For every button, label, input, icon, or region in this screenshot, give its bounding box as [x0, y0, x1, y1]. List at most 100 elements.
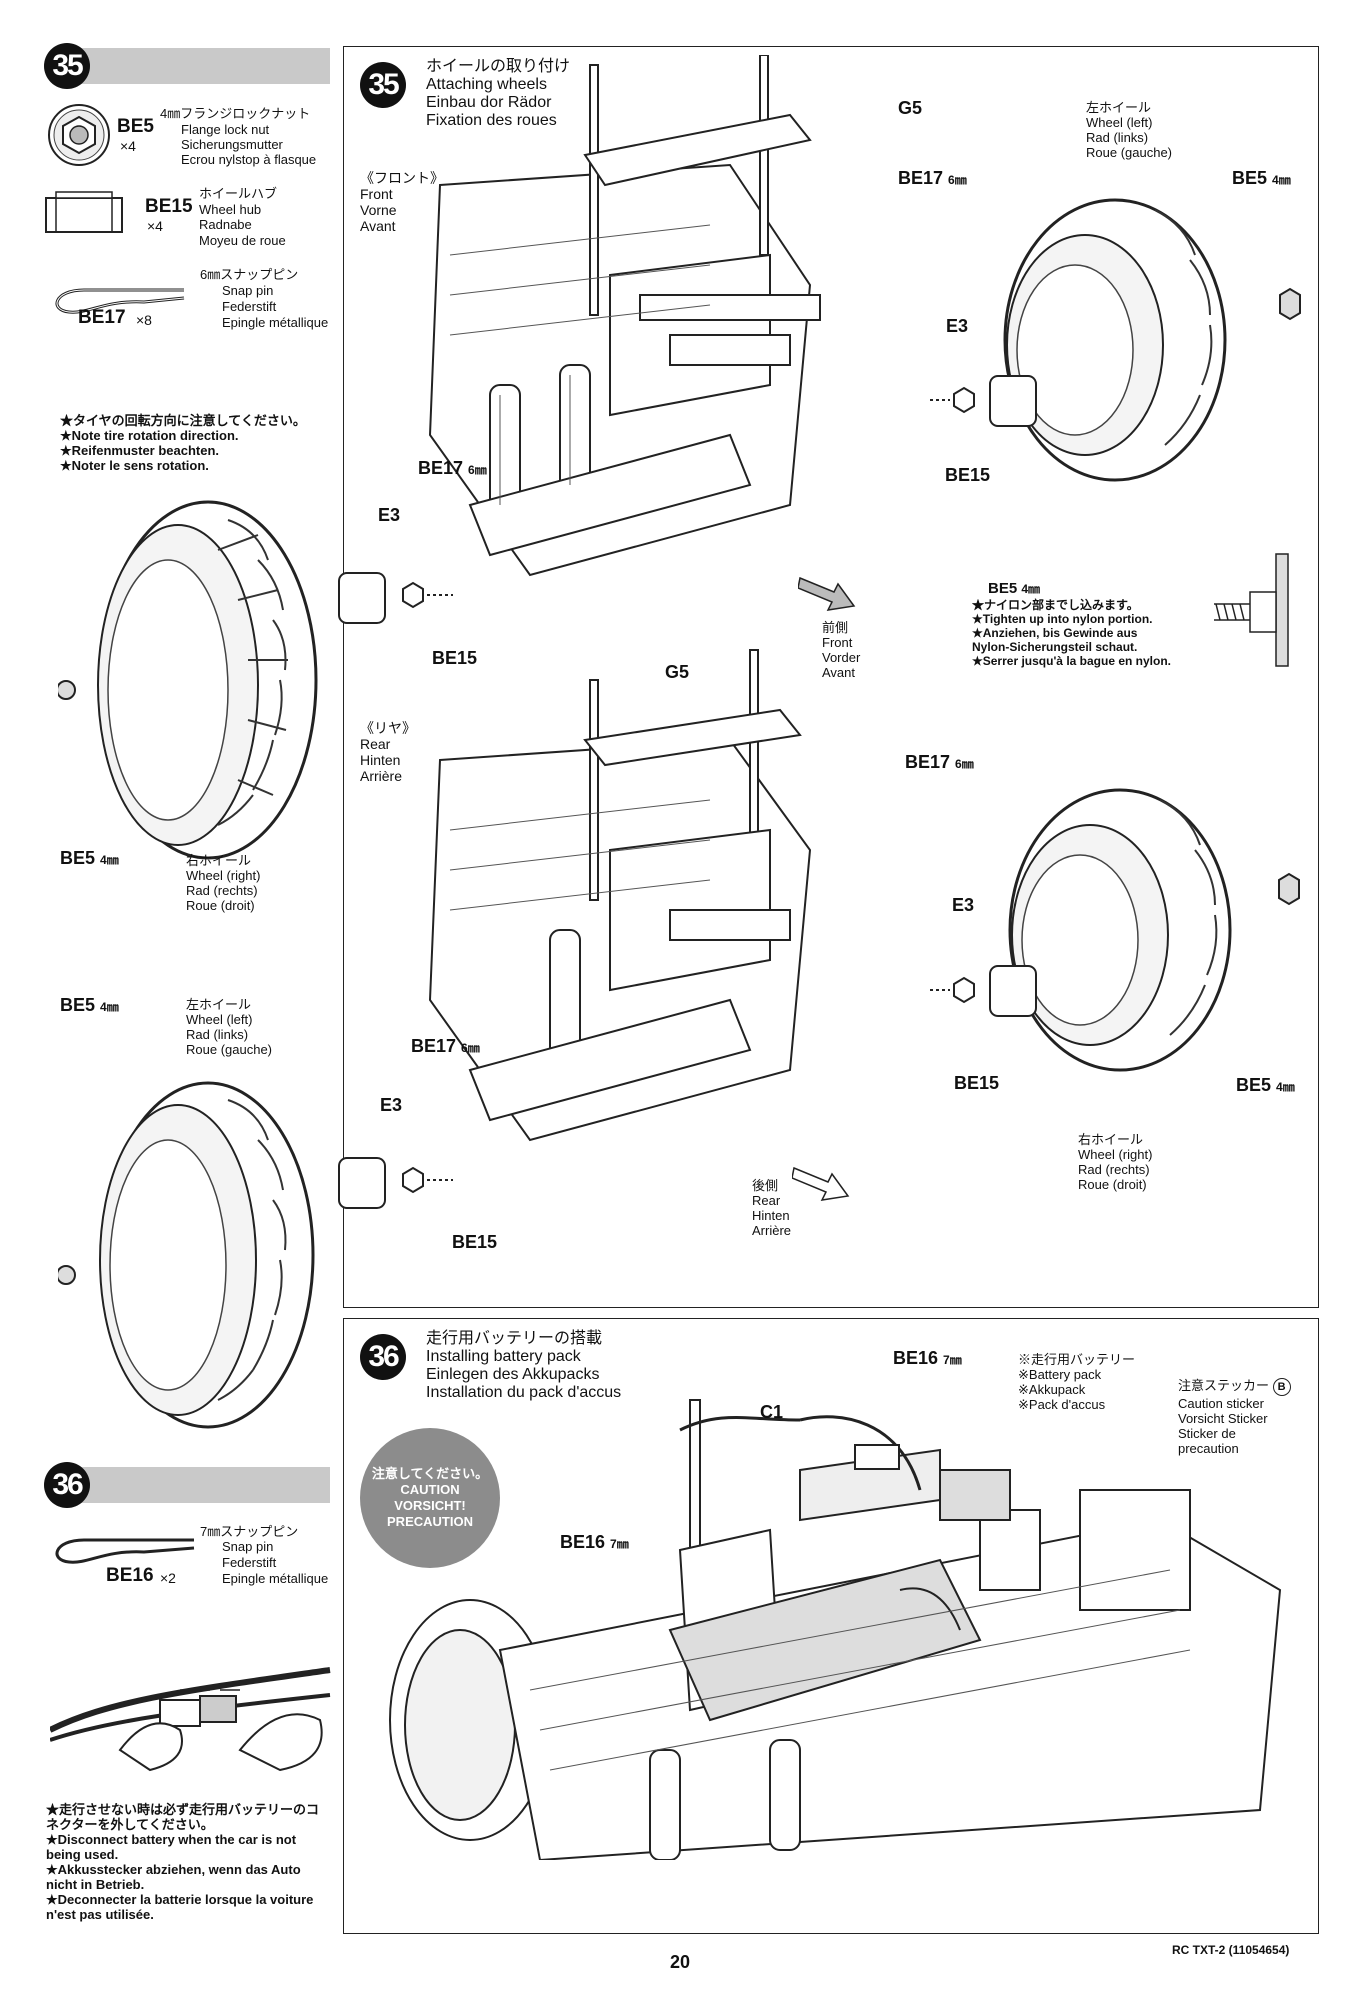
front-left-hub-icon [338, 572, 453, 624]
disconnect-connector-illustration [50, 1667, 331, 1772]
rear-left-hub-icon [338, 1157, 453, 1209]
rear-be15-left-label: BE15 [452, 1232, 498, 1252]
battery-caption: ※走行用バッテリー ※Battery pack ※Akkupack ※Pack … [1018, 1352, 1135, 1412]
nn-l3: Nylon-Sicherungsteil schaut. [972, 640, 1138, 654]
fbe5r-code: BE5 [1232, 168, 1268, 188]
be16t-code: BE16 [893, 1348, 939, 1368]
front-be15-left-label: BE15 [432, 648, 478, 668]
be17-name-de: Federstift [222, 299, 277, 314]
front-direction-arrow-icon [798, 576, 856, 611]
be5-name-en: Flange lock nut [181, 122, 270, 137]
be5-name-fr: Ecrou nylstop à flasque [181, 152, 317, 167]
caution-badge: 注意してください。 CAUTION VORSICHT! PRECAUTION [360, 1428, 500, 1568]
rear-chassis-illustration [428, 649, 812, 1142]
rear-wheel-right-caption: 右ホイール Wheel (right) Rad (rechts) Roue (d… [1078, 1132, 1152, 1192]
be15-name-en: Wheel hub [199, 202, 262, 217]
be16-name-en: Snap pin [222, 1539, 274, 1554]
wr1-fr: Roue (droit) [186, 898, 255, 913]
be16-left-label: BE16 7㎜ [560, 1532, 629, 1553]
rbe17b-code: BE17 [411, 1036, 457, 1056]
be5-size-jp: 4㎜フランジロックナット [160, 106, 311, 121]
dn-fr: ★Deconnecter la batterie lorsque la voit… [46, 1892, 314, 1922]
step36-header-bar [60, 1467, 330, 1503]
be17-name-en: Snap pin [222, 283, 274, 298]
rear-dir-caption: 後側 Rear Hinten Arrière [752, 1178, 791, 1238]
wr1-en: Wheel (right) [186, 868, 261, 883]
sticker-caption: 注意ステッカー B Caution sticker Vorsicht Stick… [1178, 1378, 1291, 1456]
be17-code: BE17 [78, 307, 126, 328]
c1-label: C1 [760, 1402, 784, 1422]
rear-fr: Arrière [360, 768, 403, 784]
tire-note-de: ★Reifenmuster beachten. [60, 443, 220, 458]
rbe17a-mm: 6㎜ [955, 757, 974, 771]
left-be5-mm: 4㎜ [100, 853, 119, 867]
fbe17b-mm: 6㎜ [468, 463, 487, 477]
nylon-nut-detail-icon [1214, 553, 1289, 667]
wl2-en: Wheel (left) [186, 1012, 253, 1027]
wr2-jp: 右ホイール [1078, 1132, 1144, 1147]
fbe17a-code: BE17 [898, 168, 944, 188]
fbe5r-mm: 4㎜ [1272, 173, 1291, 187]
s35-title-fr: Fixation des roues [426, 112, 557, 129]
fd-fr: Avant [822, 665, 856, 680]
front-jp: 《フロント》 [360, 170, 444, 186]
front-be17-top-label: BE17 6㎜ [898, 168, 967, 189]
wl1-en: Wheel (left) [1086, 115, 1153, 130]
nut-note-label: BE5 4㎜ [988, 580, 1040, 597]
rear-jp: 《リヤ》 [360, 720, 416, 736]
be15-code: BE15 [145, 196, 193, 217]
step35-header-bar [60, 48, 330, 84]
rd-fr: Arrière [752, 1223, 792, 1238]
rbe5r-code: BE5 [1236, 1075, 1272, 1095]
rear-en: Rear [360, 736, 391, 752]
rear-e3-right-label: E3 [952, 895, 975, 915]
be16-code: BE16 [106, 1565, 154, 1586]
nut-note-text: ★ナイロン部までし込みます。 ★Tighten up into nylon po… [972, 598, 1171, 668]
be15-name-fr: Moyeu de roue [199, 233, 286, 248]
be16t-mm: 7㎜ [943, 1353, 962, 1367]
dn-de: ★Akkusstecker abziehen, wenn das Auto ni… [46, 1862, 301, 1892]
left-wheel-left-caption: 左ホイール Wheel (left) Rad (links) Roue (gau… [186, 997, 272, 1057]
tire-left-wheel-illustration [58, 1081, 315, 1429]
rd-en: Rear [752, 1193, 781, 1208]
be16-name-fr: Epingle métallique [222, 1571, 329, 1586]
front-right-tire-illustration [1003, 198, 1227, 482]
rear-direction-arrow-icon [792, 1166, 850, 1201]
rear-e3-left-label: E3 [380, 1095, 403, 1115]
left-be5-code: BE5 [60, 848, 96, 868]
tire-note-jp: ★タイヤの回転方向に注意してください。 [60, 413, 306, 428]
st-en: Caution sticker [1178, 1396, 1264, 1411]
step35-main-badge: 35 [360, 62, 406, 108]
rear-g5-label: G5 [665, 662, 690, 682]
wl1-jp: 左ホイール [1086, 100, 1152, 115]
rear-right-hub-icon [930, 965, 1037, 1017]
bt-fr: ※Pack d'accus [1018, 1397, 1106, 1412]
st-de: Vorsicht Sticker [1178, 1411, 1268, 1426]
s35-title-de: Einbau dor Rädor [426, 94, 552, 111]
s36-title-en: Installing battery pack [426, 1348, 581, 1365]
st-jp: 注意ステッカー [1178, 1378, 1270, 1393]
be17-size-jp: 6㎜スナップピン [200, 267, 299, 282]
cb-de: VORSICHT! [394, 1498, 466, 1513]
step36-badge: 36 [44, 1462, 90, 1508]
nn-l0: ★ナイロン部までし込みます。 [972, 598, 1139, 612]
fd-de: Vorder [822, 650, 861, 665]
st-fr2: precaution [1178, 1441, 1239, 1456]
be16-name-de: Federstift [222, 1555, 277, 1570]
bt-jp: ※走行用バッテリー [1018, 1352, 1136, 1367]
rear-right-nut-icon [1278, 872, 1300, 906]
front-dir-caption: 前側 Front Vorder Avant [822, 620, 860, 680]
rear-de: Hinten [360, 752, 401, 768]
front-be5-right-label: BE5 4㎜ [1232, 168, 1291, 189]
front-right-hub-icon [930, 375, 1037, 427]
tire-right-wheel-illustration [58, 500, 318, 860]
be15-qty: ×4 [147, 218, 163, 234]
step36-main-badge: 36 [360, 1334, 406, 1380]
dn-en: ★Disconnect battery when the car is not … [46, 1832, 297, 1862]
rd-de: Hinten [752, 1208, 790, 1223]
wl2-fr: Roue (gauche) [186, 1042, 272, 1057]
fd-jp: 前側 [822, 620, 849, 635]
be15-jp: ホイールハブ [199, 186, 278, 201]
left2-be5-code: BE5 [60, 995, 96, 1015]
wl1-fr: Roue (gauche) [1086, 145, 1172, 160]
